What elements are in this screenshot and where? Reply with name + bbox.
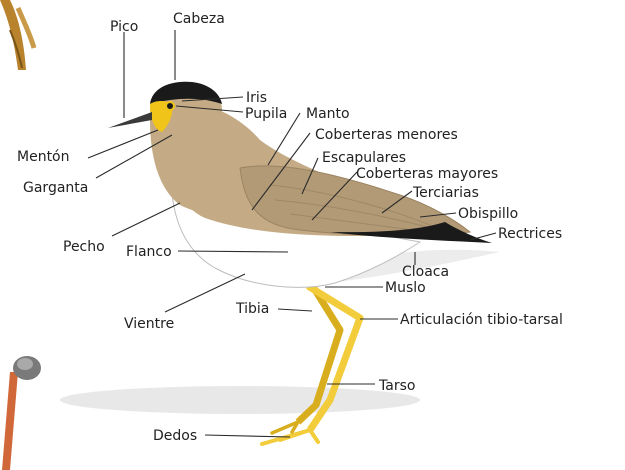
label-manto: Manto bbox=[306, 106, 350, 122]
bird-tail bbox=[330, 222, 492, 243]
top-left-branch-decoration bbox=[0, 0, 37, 70]
label-terciarias: Terciarias bbox=[412, 185, 479, 201]
label-flanco: Flanco bbox=[126, 244, 172, 260]
label-pico: Pico bbox=[110, 19, 138, 35]
bird-belly bbox=[169, 139, 422, 288]
label-rectrices: Rectrices bbox=[498, 226, 562, 242]
bird-cap bbox=[150, 81, 222, 104]
bird-eye bbox=[165, 101, 175, 111]
bird-breast bbox=[150, 116, 255, 222]
label-dedos: Dedos bbox=[153, 428, 197, 444]
label-escapulares: Escapulares bbox=[322, 150, 406, 166]
label-pupila: Pupila bbox=[245, 106, 287, 122]
label-pecho: Pecho bbox=[63, 239, 105, 255]
label-menton: Mentón bbox=[17, 149, 70, 165]
label-vientre: Vientre bbox=[124, 316, 174, 332]
labels: Pico Cabeza Iris Pupila Manto Coberteras… bbox=[17, 11, 563, 444]
label-muslo: Muslo bbox=[385, 280, 426, 296]
label-iris: Iris bbox=[246, 90, 267, 106]
legs bbox=[260, 283, 364, 446]
label-cloaca: Cloaca bbox=[402, 264, 449, 280]
label-cabeza: Cabeza bbox=[173, 11, 225, 27]
label-coberteras-menores: Coberteras menores bbox=[315, 127, 458, 143]
label-coberteras-mayores: Coberteras mayores bbox=[356, 166, 498, 182]
bottom-left-match-decoration bbox=[2, 356, 41, 470]
label-obispillo: Obispillo bbox=[458, 206, 518, 222]
leader-lines bbox=[87, 30, 497, 438]
label-tibia: Tibia bbox=[235, 301, 269, 317]
label-articulacion-tibio-tarsal: Articulación tibio-tarsal bbox=[400, 312, 563, 328]
label-garganta: Garganta bbox=[23, 180, 88, 196]
label-tarso: Tarso bbox=[378, 378, 415, 394]
bird-beak bbox=[108, 112, 152, 128]
